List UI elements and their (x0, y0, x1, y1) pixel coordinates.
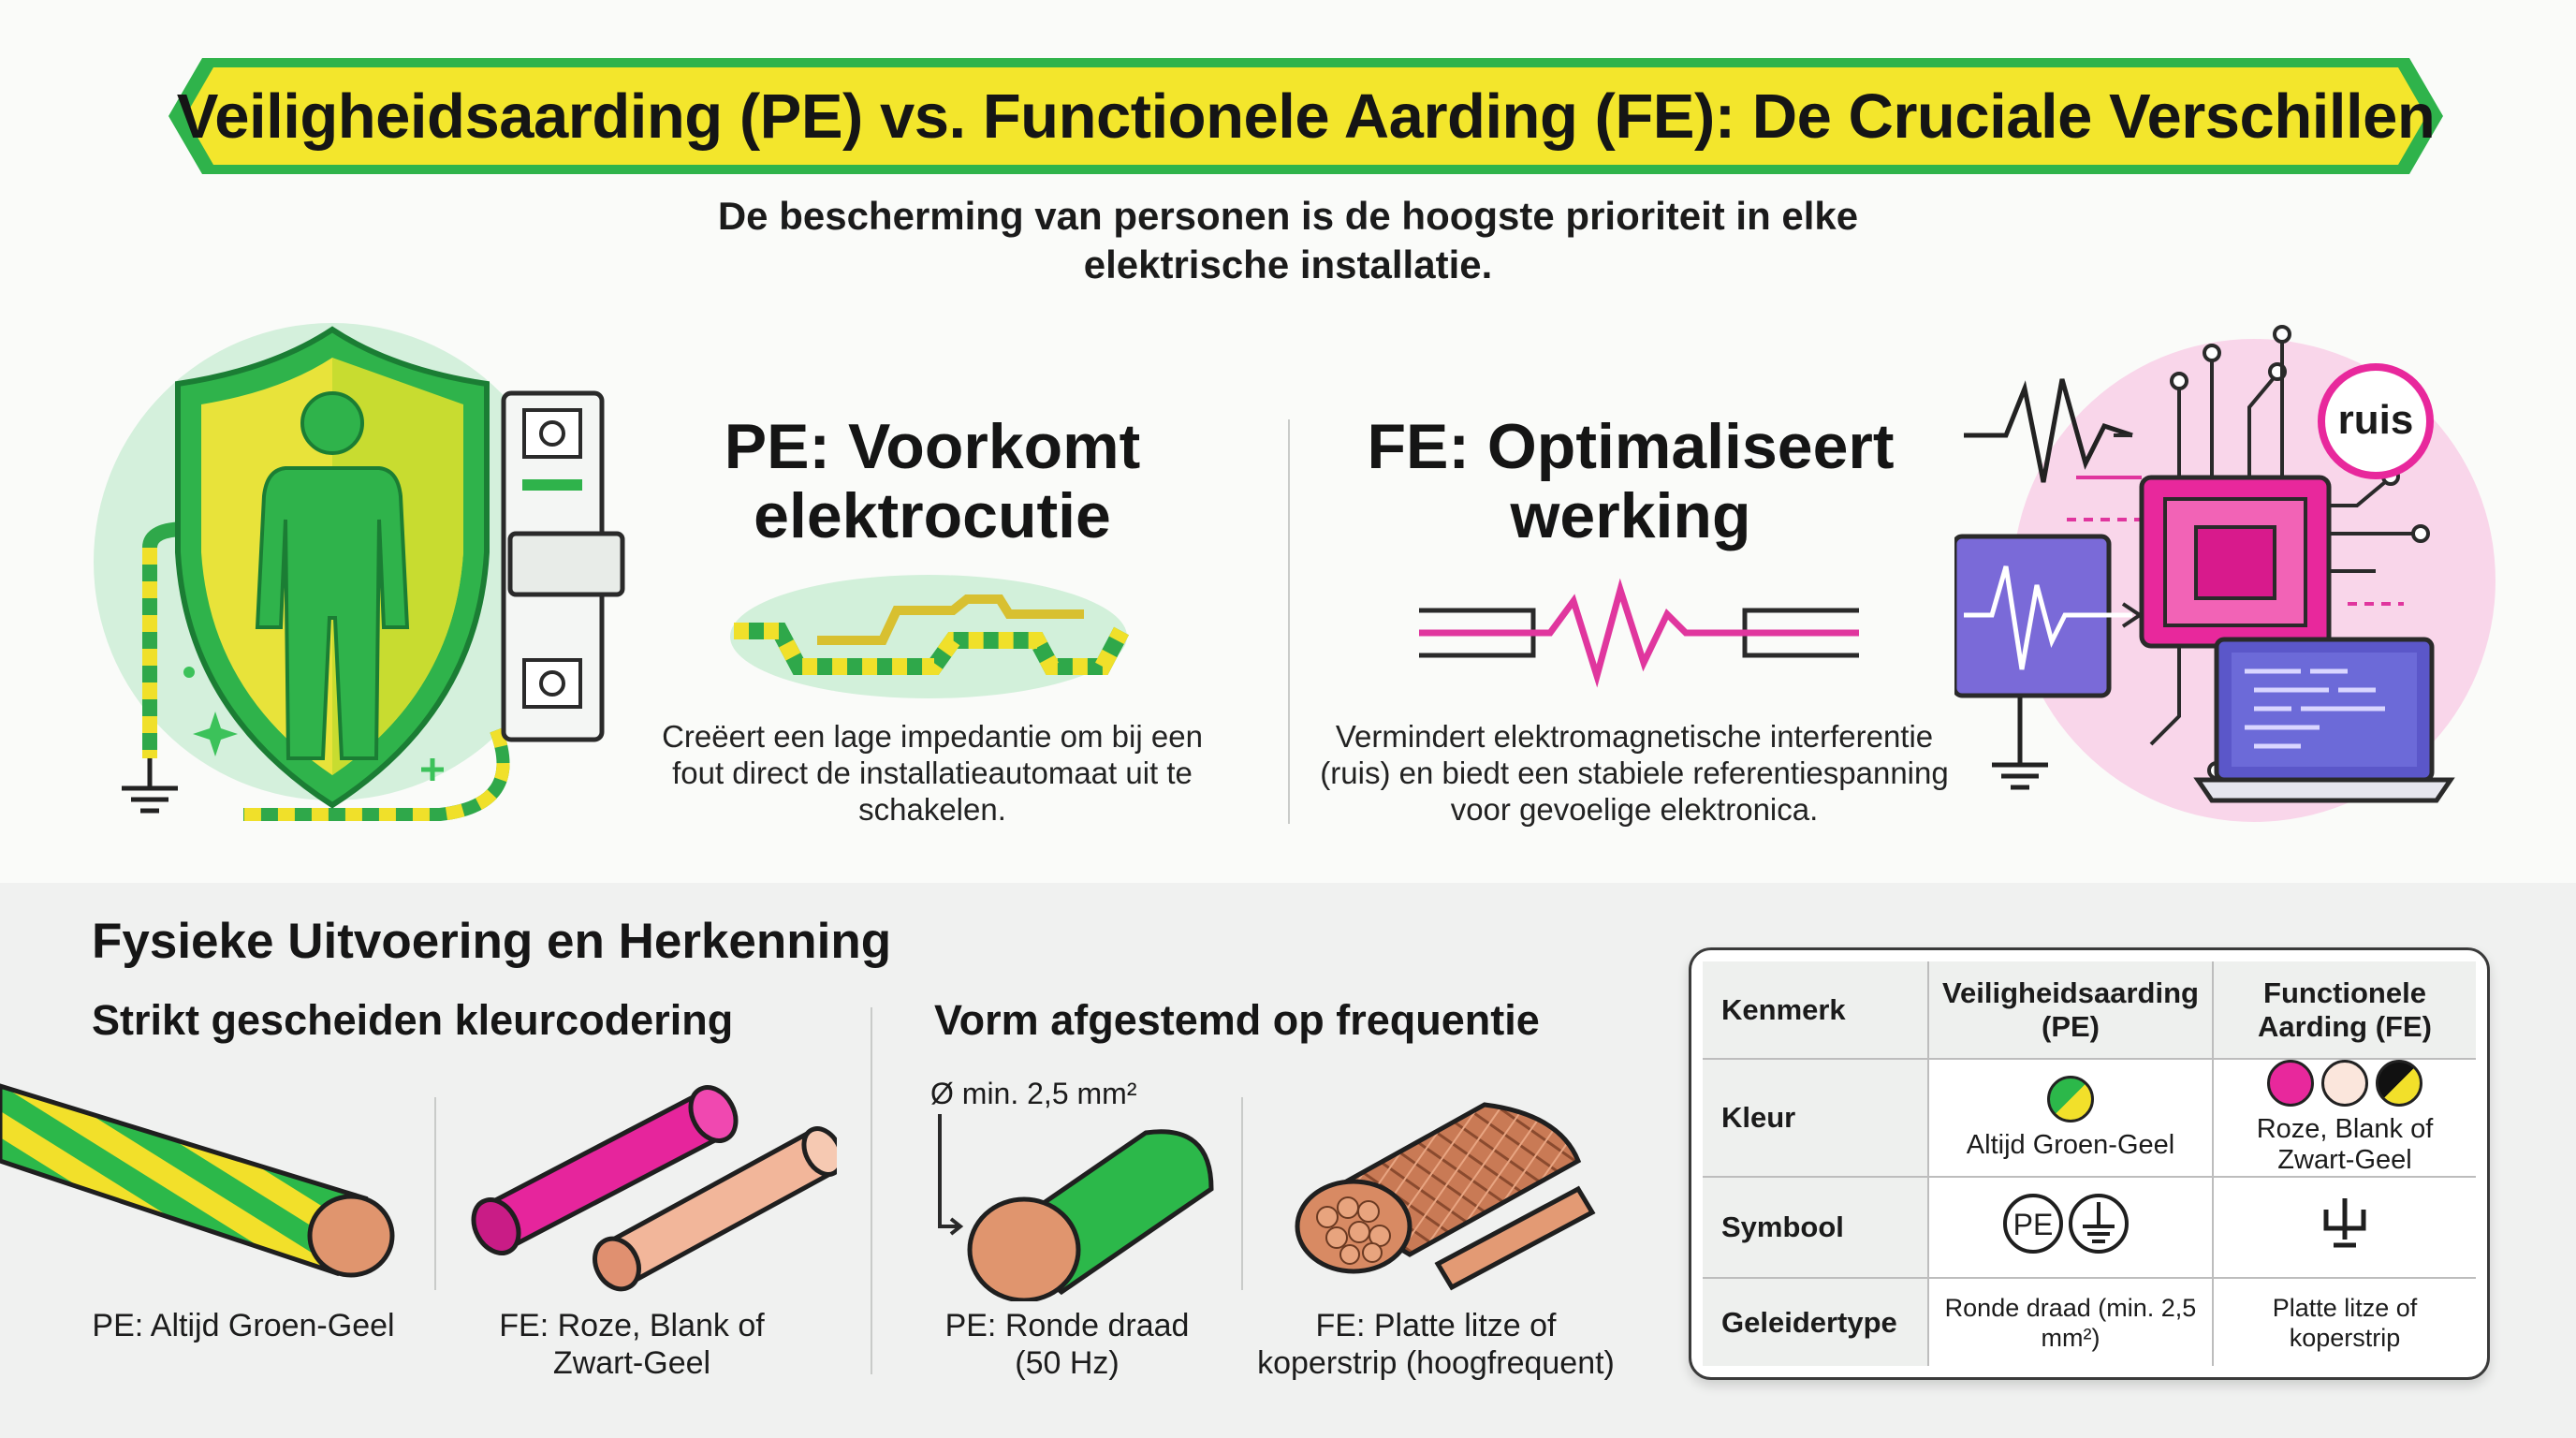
pe-green-yellow-cable (0, 1083, 395, 1278)
pe-shield-illustration (94, 323, 625, 821)
table-row: Kleur Altijd Groen-Geel Roze, Blank of Z… (1703, 1059, 2476, 1178)
table-header-pe: Veiligheidsaarding (PE) (1928, 961, 2214, 1060)
black-yellow-swatch-icon (2376, 1060, 2422, 1107)
fe-shape-caption: FE: Platte litze of koperstrip (hoogfreq… (1257, 1308, 1615, 1381)
fe-heading: FE: Optimaliseert werking (1367, 411, 1895, 551)
pe-shape-caption: PE: Ronde draad (50 Hz) (944, 1308, 1190, 1381)
physical-heading: Fysieke Uitvoering en Herkenning (92, 914, 892, 969)
comparison-table-card: Kenmerk Veiligheidsaarding (PE) Function… (1689, 947, 2490, 1380)
pink-swatch-icon (2267, 1060, 2314, 1107)
page-title: Veiligheidsaarding (PE) vs. Functionele … (176, 81, 2436, 152)
fe-pink-copper-cables (471, 1085, 837, 1292)
pe-round-wire (938, 1114, 1214, 1301)
noise-badge-label: ruis (2337, 397, 2414, 443)
banner-shape (168, 58, 2443, 174)
color-coding-heading: Strikt gescheiden kleurcodering (92, 996, 734, 1044)
fe-braided-strip (1295, 1102, 1596, 1291)
pe-color-cell: Altijd Groen-Geel (1928, 1059, 2214, 1178)
fe-symbol-cell (2213, 1177, 2476, 1279)
shape-heading: Vorm afgestemd op frequentie (934, 996, 1540, 1044)
table-header-fe: Functionele Aarding (FE) (2213, 961, 2476, 1060)
bottom-divider (871, 1007, 872, 1374)
title-banner: Veiligheidsaarding (PE) vs. Functionele … (165, 54, 2447, 178)
fe-conductor-cell: Platte litze of koperstrip (2272, 1293, 2418, 1352)
blank-swatch-icon (2321, 1060, 2368, 1107)
fe-color-cell: Roze, Blank of Zwart-Geel (2213, 1059, 2476, 1178)
table-header-kenmerk: Kenmerk (1703, 961, 1929, 1060)
fe-functional-earth-icon (2323, 1198, 2366, 1248)
row-key-kleur: Kleur (1703, 1059, 1929, 1178)
fe-color-caption: FE: Roze, Blank of Zwart-Geel (499, 1308, 765, 1381)
pe-symbol-text: PE (2013, 1208, 2054, 1241)
pe-symbol-cell: PE (1928, 1177, 2214, 1279)
fe-color-text: Roze, Blank of Zwart-Geel (2256, 1114, 2434, 1175)
row-key-symbool: Symbool (1703, 1177, 1929, 1279)
color-divider (434, 1097, 436, 1290)
pe-color-caption: PE: Altijd Groen-Geel (92, 1308, 395, 1343)
row-key-geleidertype: Geleidertype (1703, 1278, 1929, 1366)
comparison-table: Kenmerk Veiligheidsaarding (PE) Function… (1703, 961, 2476, 1366)
diameter-label: Ø min. 2,5 mm² (930, 1077, 1137, 1110)
pe-description: Creëert een lage impedantie om bij een f… (662, 719, 1203, 827)
pe-earth-symbol-icon: PE (2003, 1194, 2129, 1254)
fe-electronics-illustration (1954, 325, 2496, 822)
green-yellow-swatch-icon (2047, 1075, 2094, 1123)
low-impedance-path-icon (730, 575, 1129, 698)
section-divider (1288, 419, 1290, 824)
fe-description: Vermindert elektromagnetische interferen… (1320, 719, 1949, 827)
pe-conductor-cell: Ronde draad (min. 2,5 mm²) (1928, 1278, 2214, 1366)
pe-color-text: Altijd Groen-Geel (1966, 1129, 2175, 1160)
page-subtitle: De bescherming van personen is de hoogst… (717, 194, 1859, 286)
noise-signal-icon (1419, 578, 1859, 688)
table-row: Symbool PE (1703, 1177, 2476, 1279)
table-row: Geleidertype Ronde draad (min. 2,5 mm²) … (1703, 1278, 2476, 1366)
shape-divider (1241, 1097, 1243, 1290)
pe-heading: PE: Voorkomt elektrocutie (724, 411, 1141, 551)
